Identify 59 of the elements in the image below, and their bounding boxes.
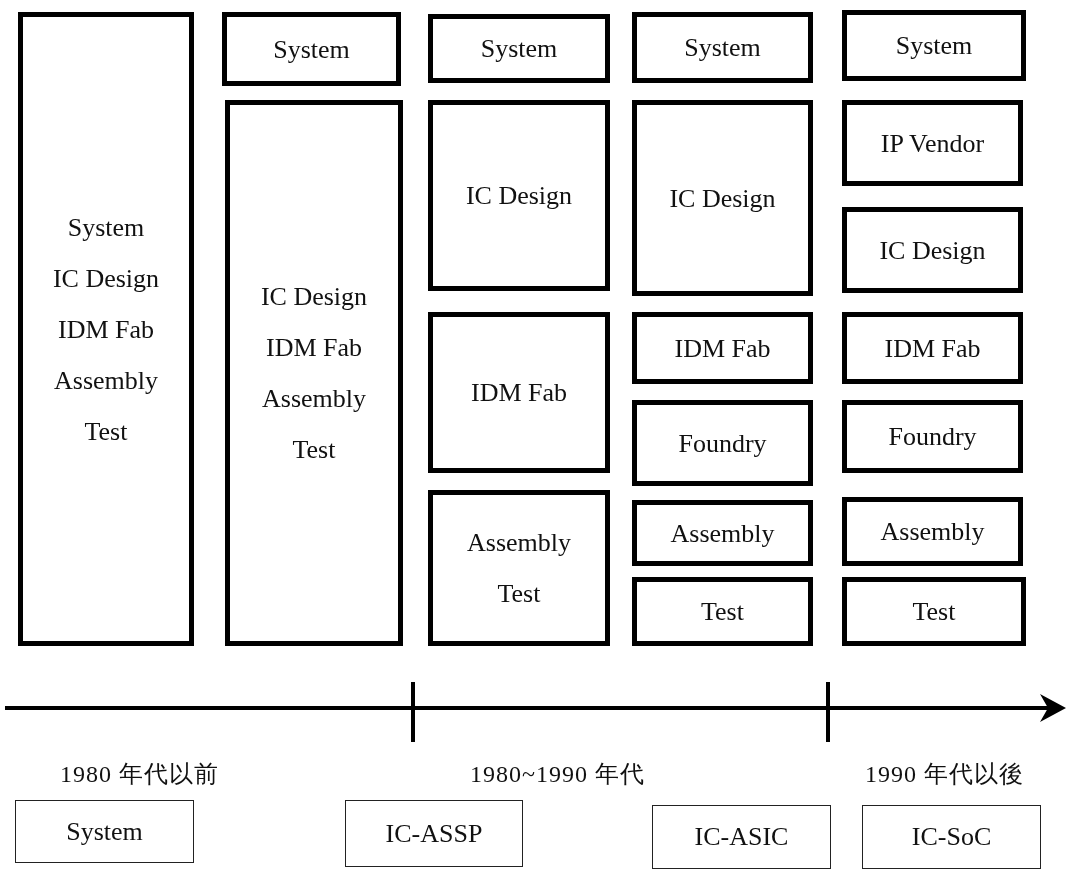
era-label: IC-SoC xyxy=(911,822,992,852)
industry-stage-box xyxy=(842,312,1023,384)
industry-stage-box xyxy=(842,207,1023,293)
stage-label: System xyxy=(67,211,145,244)
stage-label: System xyxy=(895,30,973,62)
industry-stage-box xyxy=(428,490,610,646)
stage-label: IDM Fab xyxy=(57,313,155,346)
stage-label: Assembly xyxy=(54,364,158,397)
stage-label: IC Design xyxy=(669,182,776,215)
stage-label: Test xyxy=(497,578,541,610)
industry-stage-box xyxy=(428,100,610,291)
stage-label: Assembly xyxy=(880,516,985,548)
stage-label: IC Design xyxy=(260,281,368,313)
stage-label: Test xyxy=(84,415,128,448)
stage-label: Test xyxy=(912,596,956,628)
industry-stage-box xyxy=(632,312,813,384)
stage-label: Test xyxy=(701,596,744,628)
industry-stage-box xyxy=(842,497,1023,566)
period-label: 1980~1990 年代 xyxy=(470,760,645,789)
stage-label: IC Design xyxy=(879,234,986,267)
industry-stage-box xyxy=(842,400,1023,473)
era-box xyxy=(652,805,831,869)
industry-stage-box xyxy=(428,312,610,473)
period-label: 1990 年代以後 xyxy=(865,760,1024,789)
stage-label: System xyxy=(684,32,761,64)
stage-label: IDM Fab xyxy=(470,377,568,409)
industry-stage-box xyxy=(18,12,194,646)
stage-label: IDM Fab xyxy=(884,332,981,365)
industry-stage-box xyxy=(225,100,403,646)
era-label: System xyxy=(66,816,143,847)
stage-label: Assembly xyxy=(467,527,571,559)
stage-label: IC Design xyxy=(52,262,160,295)
stage-label: Assembly xyxy=(262,383,366,415)
stage-label: IC Design xyxy=(465,180,573,212)
stage-label: Foundry xyxy=(888,421,977,453)
industry-stage-box xyxy=(632,400,813,486)
era-box xyxy=(862,805,1041,869)
era-label: IC-ASSP xyxy=(385,818,483,849)
industry-stage-box xyxy=(428,14,610,83)
era-box xyxy=(15,800,194,863)
industry-stage-box xyxy=(842,10,1026,81)
stage-label: IDM Fab xyxy=(674,332,771,365)
industry-stage-box xyxy=(632,100,813,296)
stage-label: IP Vendor xyxy=(880,127,985,160)
stage-label: System xyxy=(480,33,558,65)
era-box xyxy=(345,800,523,867)
industry-stage-box xyxy=(222,12,401,86)
industry-stage-box xyxy=(842,100,1023,186)
industry-stage-box xyxy=(632,500,813,566)
period-label: 1980 年代以前 xyxy=(60,760,219,789)
stage-label: IDM Fab xyxy=(265,332,363,364)
stage-label: System xyxy=(273,33,350,66)
era-label: IC-ASIC xyxy=(694,822,789,852)
industry-stage-box xyxy=(632,12,813,83)
stage-label: Foundry xyxy=(678,427,767,460)
industry-stage-box xyxy=(632,577,813,646)
stage-label: Assembly xyxy=(670,517,775,550)
stage-label: Test xyxy=(292,434,336,466)
industry-stage-box xyxy=(842,577,1026,646)
